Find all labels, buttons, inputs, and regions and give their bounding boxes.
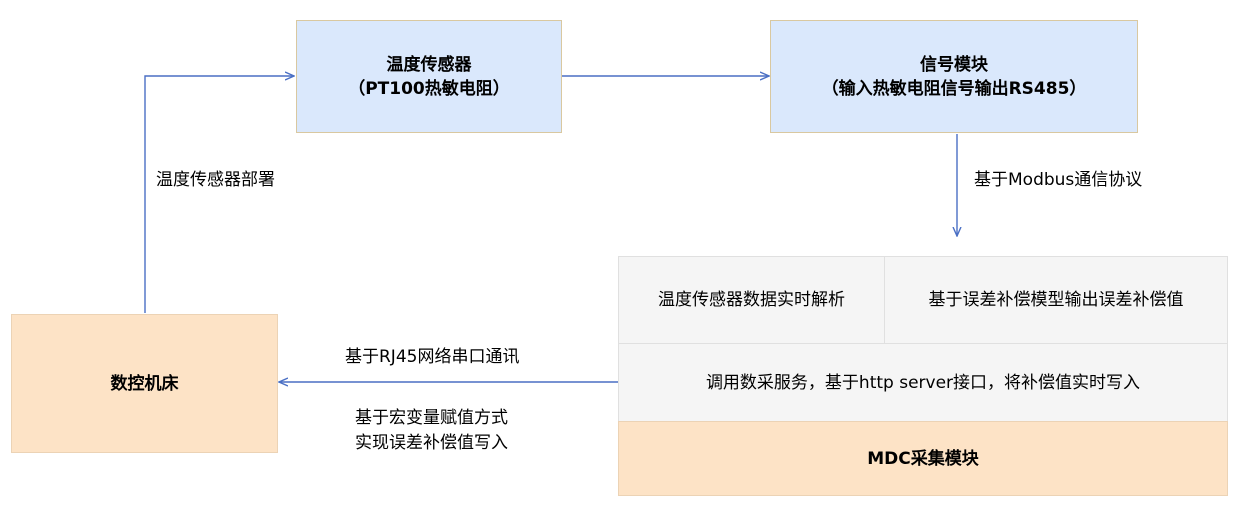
signal-module-node: 信号模块 （输入热敏电阻信号输出RS485） [770,20,1138,133]
sensor-node-subtitle: （PT100热敏电阻） [348,78,510,99]
mdc-title-text: MDC采集模块 [867,448,979,469]
mdc-compensation-cell: 基于误差补偿模型输出误差补偿值 [884,256,1228,344]
macro-edge-label-line2: 实现误差补偿值写入 [355,433,508,453]
sensor-node: 温度传感器 （PT100热敏电阻） [296,20,562,133]
signal-module-subtitle: （输入热敏电阻信号输出RS485） [821,78,1087,99]
machine-node: 数控机床 [11,314,278,453]
mdc-compensation-text: 基于误差补偿模型输出误差补偿值 [928,290,1184,310]
signal-module-title: 信号模块 [920,54,988,75]
mdc-service-text: 调用数采服务，基于http server接口，将补偿值实时写入 [705,372,1141,393]
deploy-connector [144,76,294,313]
modbus-edge-label: 基于Modbus通信协议 [974,170,1143,190]
mdc-parse-text: 温度传感器数据实时解析 [658,290,845,310]
rj45-edge-label: 基于RJ45网络串口通讯 [345,347,520,367]
macro-edge-label-line1: 基于宏变量赋值方式 [355,408,508,428]
mdc-service-cell: 调用数采服务，基于http server接口，将补偿值实时写入 [618,343,1228,422]
machine-node-label: 数控机床 [110,373,179,394]
sensor-node-title: 温度传感器 [386,54,472,75]
mdc-title-cell: MDC采集模块 [618,421,1228,496]
mdc-module: 温度传感器数据实时解析 基于误差补偿模型输出误差补偿值 调用数采服务，基于htt… [618,256,1228,496]
deploy-edge-label: 温度传感器部署 [156,170,275,190]
mdc-parse-cell: 温度传感器数据实时解析 [618,256,885,344]
